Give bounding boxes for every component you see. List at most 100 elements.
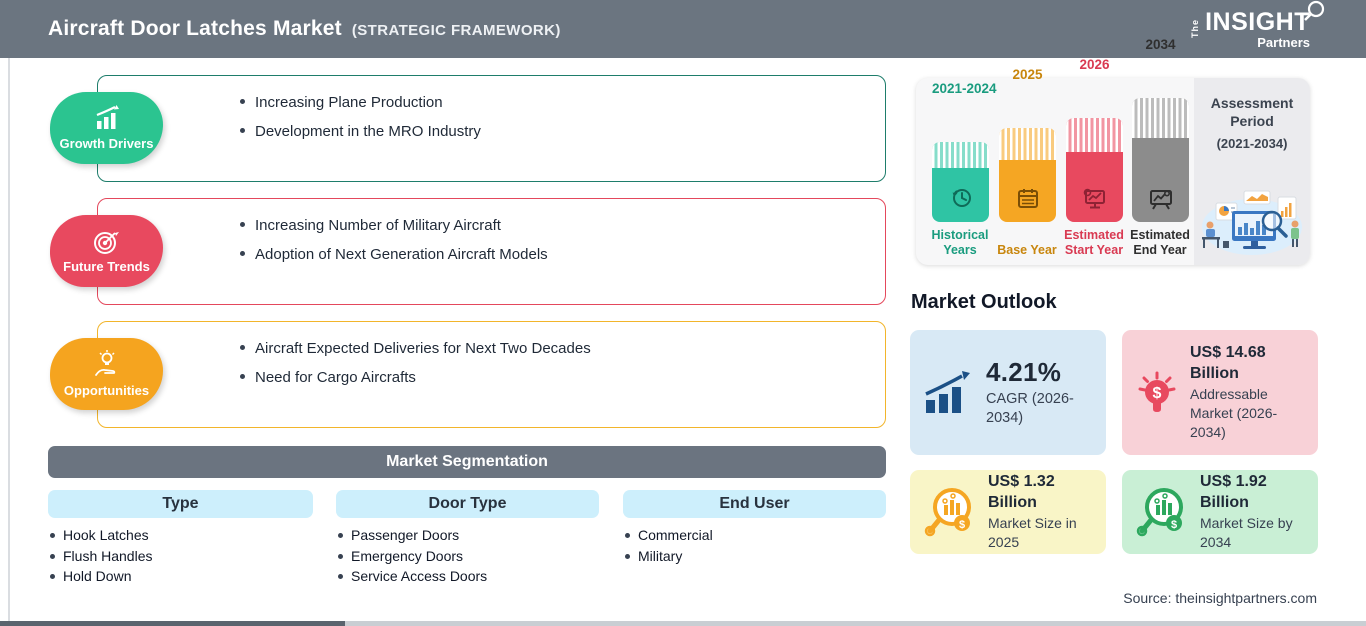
bar-base-year [999,128,1056,222]
category-label-start: Estimated Start Year [1064,227,1124,258]
hand-bulb-icon [91,350,123,380]
bullet-item: Need for Cargo Aircrafts [240,369,865,386]
bullet-item: Increasing Number of Military Aircraft [240,217,865,234]
slide-left-edge [8,58,10,626]
bullet-dot [240,374,245,379]
bullet-dot [625,533,630,538]
card-label: Addressable Market (2026-2034) [1190,385,1278,440]
year-label-start: 2026 [1079,57,1110,72]
opportunities-section: Aircraft Expected Deliveries for Next Tw… [48,321,886,428]
growth-drivers-section: Increasing Plane Production Development … [48,75,886,182]
door-type-list: Passenger Doors Emergency Doors Service … [338,525,487,587]
page-title: Aircraft Door Latches Market [48,17,342,40]
growth-drivers-badge: Growth Drivers [50,92,163,164]
bullet-dot [240,99,245,104]
bullet-dot [338,553,343,559]
year-label-historical: 2021-2024 [932,81,997,96]
history-clock-icon [952,189,971,207]
magnifier-bars-green-icon: $ [1136,488,1183,537]
list-item: Hold Down [50,566,153,587]
assessment-period-range: (2021-2034) [1216,136,1288,152]
svg-text:$: $ [1153,385,1162,402]
bullet-dot [240,251,245,256]
market-size-2034-card: $ US$ 1.92 Billion Market Size by 2034 [1122,470,1318,554]
category-label-historical: Historical Years [931,227,989,258]
bullet-item: Aircraft Expected Deliveries for Next Tw… [240,340,865,357]
monitor-chart-icon [1083,188,1105,209]
header-title-group: Aircraft Door Latches Market (STRATEGIC … [48,17,561,41]
bullet-item: Development in the MRO Industry [240,123,865,140]
magnifier-icon [1304,0,1325,21]
logo-partners-text: Partners [1257,34,1310,50]
bullet-dot [240,128,245,133]
list-item: Emergency Doors [338,546,487,567]
footer-bar-dark-segment [0,621,345,626]
bar-estimated-start-year [1066,118,1123,222]
list-item: Flush Handles [50,546,153,567]
assessment-period-panel: Assessment Period (2021-2034) [1194,78,1310,265]
year-label-base: 2025 [1012,67,1043,82]
logo-insight-text: INSIGHT [1205,0,1325,35]
type-list: Hook Latches Flush Handles Hold Down [50,525,153,587]
bar-historical-years [932,142,989,222]
bullet-dot [50,553,55,559]
future-trends-section: Increasing Number of Military Aircraft A… [48,198,886,305]
assessment-period-title: Assessment Period [1210,95,1294,130]
bullet-dot [240,345,245,350]
market-size-2025-card: $ US$ 1.32 Billion Market Size in 2025 [910,470,1106,554]
bullet-dot [240,222,245,227]
market-segmentation-header: Market Segmentation [48,446,886,478]
magnifier-bars-orange-icon: $ [924,488,971,537]
bullet-dot [625,553,630,559]
bar-stripes [1132,98,1189,138]
page-subtitle: (STRATEGIC FRAMEWORK) [351,22,561,39]
cagr-card: 4.21% CAGR (2026-2034) [910,330,1106,455]
bar-stripes [1066,118,1123,152]
badge-label: Growth Drivers [59,136,154,151]
growth-bars-arrow-icon [925,370,970,413]
svg-text:$: $ [1171,519,1177,531]
growth-chart-icon [91,105,123,133]
segment-pill-door-type: Door Type [336,490,599,518]
analytics-illustration [1202,190,1302,255]
footer-bar-light-segment [345,621,1366,626]
assessment-timeline-card: 2021-2024 Historical Years 2025 Bas [916,37,1310,265]
future-trends-box: Increasing Number of Military Aircraft A… [97,198,886,305]
category-label-end: Estimated End Year [1130,227,1190,258]
target-dart-icon [91,228,123,256]
list-item: Commercial [625,525,713,546]
bullet-item: Increasing Plane Production [240,94,865,111]
growth-drivers-box: Increasing Plane Production Development … [97,75,886,182]
badge-label: Opportunities [63,383,150,398]
calendar-icon [1017,189,1038,208]
list-item: Military [625,546,713,567]
category-label-base: Base Year [997,243,1057,258]
bullet-dot [50,574,55,579]
bullet-dot [338,533,343,538]
card-value: US$ 1.32 Billion [988,473,1055,512]
segment-pill-type: Type [48,490,313,518]
bullet-dot [50,533,55,538]
opportunities-box: Aircraft Expected Deliveries for Next Tw… [97,321,886,428]
source-attribution: Source: theinsightpartners.com [1123,590,1317,606]
logo-the-text: The [1190,18,1201,38]
presentation-chart-icon [1149,190,1172,210]
list-item: Passenger Doors [338,525,487,546]
header-bar: Aircraft Door Latches Market (STRATEGIC … [0,0,1366,58]
card-label: CAGR (2026-2034) [986,390,1074,427]
bar-stripes [932,142,989,168]
bar-estimated-end-year [1132,98,1189,222]
svg-text:$: $ [959,519,965,531]
bullet-item: Adoption of Next Generation Aircraft Mod… [240,246,865,263]
insight-partners-logo: The INSIGHT Partners [1186,0,1325,50]
list-item: Hook Latches [50,525,153,546]
bullet-dot [338,574,343,579]
bar-stripes [999,128,1056,160]
end-user-list: Commercial Military [625,525,713,566]
year-label-end: 2034 [1145,37,1176,52]
list-item: Service Access Doors [338,566,487,587]
card-label: Market Size in 2025 [988,514,1077,550]
market-outlook-title: Market Outlook [911,291,1057,313]
card-value: US$ 1.92 Billion [1200,473,1267,512]
